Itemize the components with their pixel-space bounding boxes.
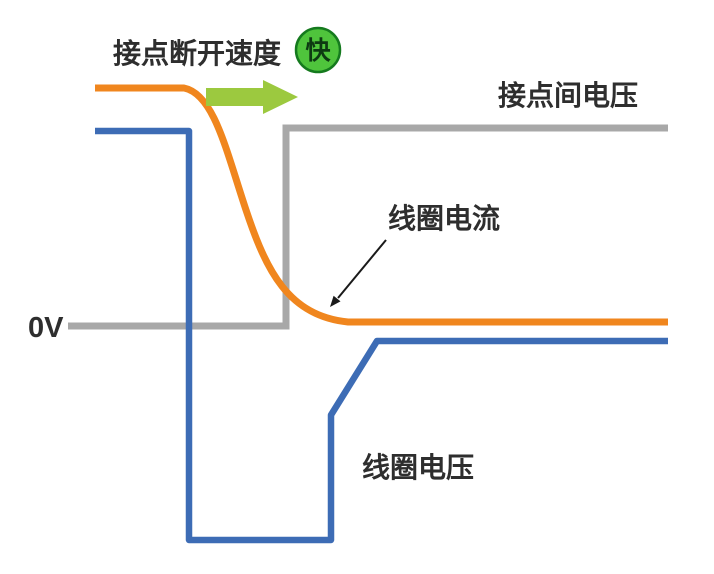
contact-voltage-label: 接点间电压 bbox=[498, 80, 638, 111]
contact-voltage-line bbox=[68, 124, 668, 330]
zero-volt-label: 0V bbox=[28, 312, 64, 344]
coil-voltage-line bbox=[95, 127, 668, 544]
coil-current-label: 线圈电流 bbox=[388, 203, 500, 234]
coil-current-line bbox=[95, 84, 668, 326]
coil-voltage-label: 线圈电压 bbox=[362, 452, 474, 483]
fast-badge-label: 快 bbox=[305, 37, 331, 65]
annotation-arrowhead-icon bbox=[330, 295, 341, 307]
fast-badge-circle bbox=[294, 26, 342, 74]
diagram-title: 接点断开速度 bbox=[113, 37, 281, 69]
annotation-arrow-line bbox=[337, 239, 387, 299]
speed-arrow-icon bbox=[206, 80, 298, 114]
